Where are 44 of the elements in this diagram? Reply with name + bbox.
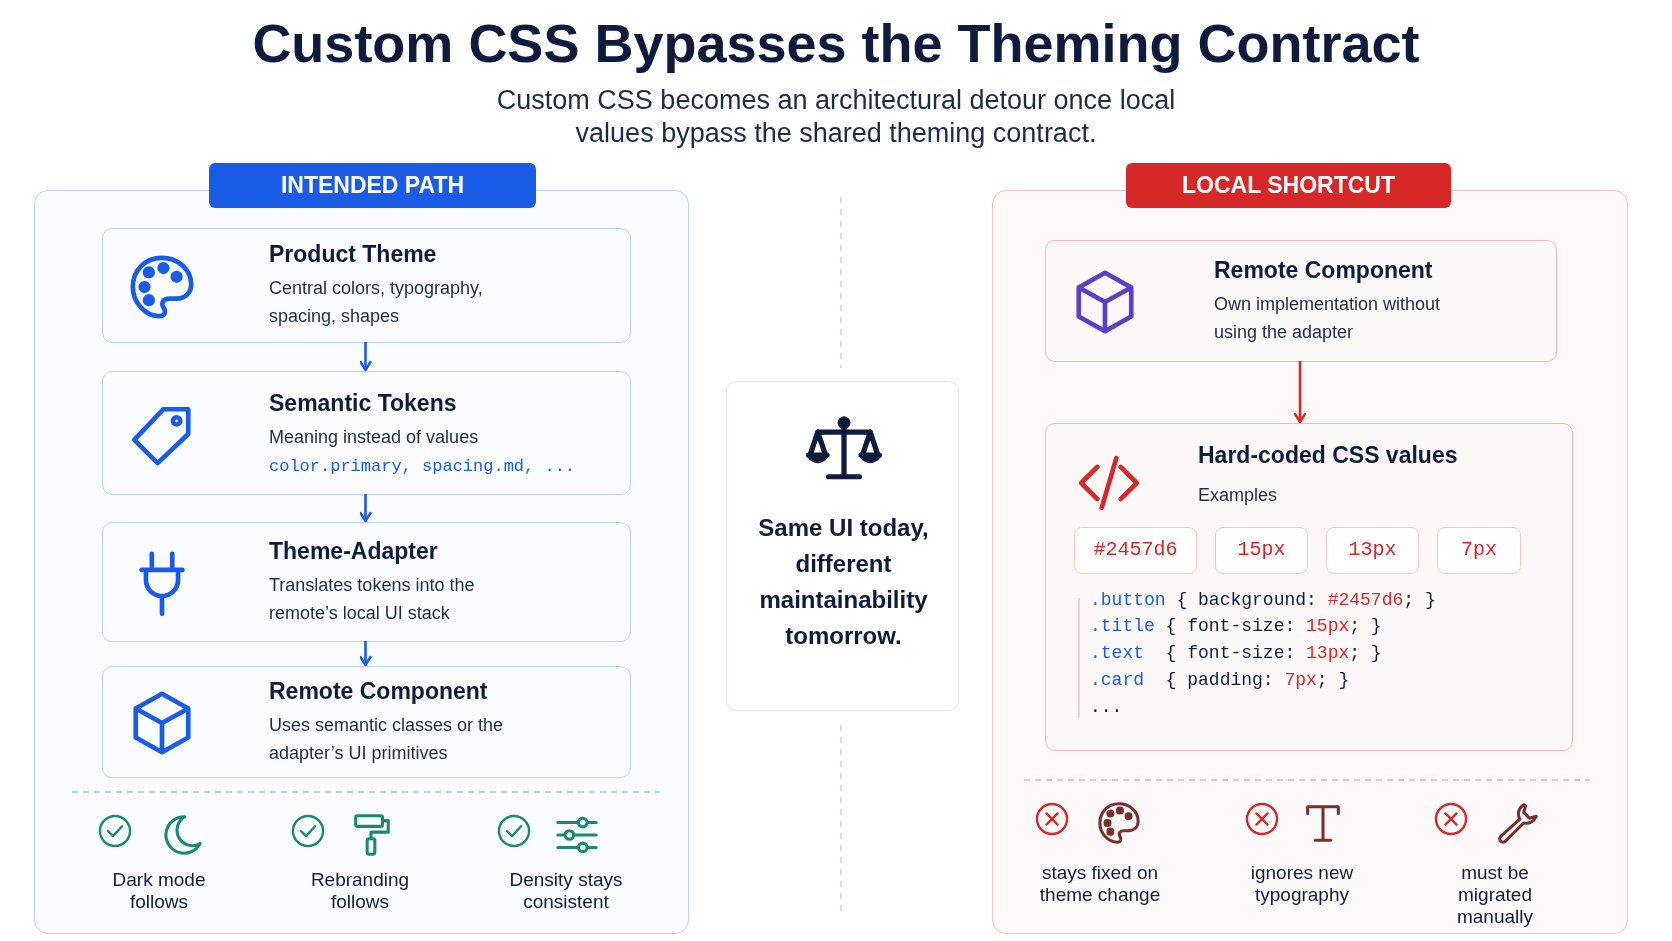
card-description: Meaning instead of values xyxy=(269,426,480,449)
token-example: color.primary, spacing.md, ... xyxy=(269,457,577,476)
card-title: Remote Component xyxy=(269,677,489,705)
card-title: Theme-Adapter xyxy=(269,537,439,565)
value-chip: 15px xyxy=(1215,527,1308,574)
arrow xyxy=(359,641,372,667)
step-card xyxy=(1045,240,1557,362)
value-chip: 7px xyxy=(1437,527,1521,574)
card-description: Examples xyxy=(1198,484,1279,507)
card-title: Semantic Tokens xyxy=(269,390,458,417)
effect-label: must be migrated manually xyxy=(1455,862,1534,928)
effect-label: ignores new typography xyxy=(1249,862,1355,906)
step-card xyxy=(102,666,631,778)
code-line: .card { padding: 7px; } xyxy=(1090,670,1350,690)
card-title: Remote Component xyxy=(1214,256,1434,284)
arrow xyxy=(359,342,372,372)
value-chip: #2457d6 xyxy=(1074,527,1197,574)
code-line: ... xyxy=(1090,697,1123,717)
effect-label: Dark mode follows xyxy=(111,869,207,913)
arrow xyxy=(359,494,372,523)
summary-text: Same UI today, different maintainability tomorrow. xyxy=(757,513,930,651)
code-line: .text { font-size: 13px; } xyxy=(1090,643,1382,663)
code-card xyxy=(1045,423,1573,751)
arrow xyxy=(1293,361,1307,424)
step-card xyxy=(102,522,631,642)
card-description: Uses semantic classes or the adapter’s UI primitives xyxy=(269,713,505,765)
step-card xyxy=(102,228,631,343)
effect-label: stays fixed on theme change xyxy=(1038,862,1162,906)
effect-label: Density stays consistent xyxy=(508,869,624,913)
card-title: Hard-coded CSS values xyxy=(1198,442,1459,469)
card-description: Central colors, typography, spacing, shapes xyxy=(269,277,484,328)
title: Custom CSS Bypasses the Theming Contract xyxy=(251,12,1421,74)
code-line: .button { background: #2457d6; } xyxy=(1090,590,1436,610)
card-description: Own implementation without using the adapter xyxy=(1214,292,1442,344)
section-heading: LOCAL SHORTCUT xyxy=(1126,163,1451,208)
card-title: Product Theme xyxy=(269,241,438,268)
card-description: Translates tokens into the remote’s local UI stack xyxy=(269,573,476,625)
step-card xyxy=(102,371,631,495)
effect-label: Rebranding follows xyxy=(309,869,411,913)
summary-card xyxy=(726,381,959,711)
value-chip: 13px xyxy=(1326,527,1419,574)
subtitle: Custom CSS becomes an architectural detour once local values bypass the shared theming contract. xyxy=(495,84,1177,150)
section-heading: INTENDED PATH xyxy=(209,163,536,208)
code-line: .title { font-size: 15px; } xyxy=(1090,616,1382,636)
